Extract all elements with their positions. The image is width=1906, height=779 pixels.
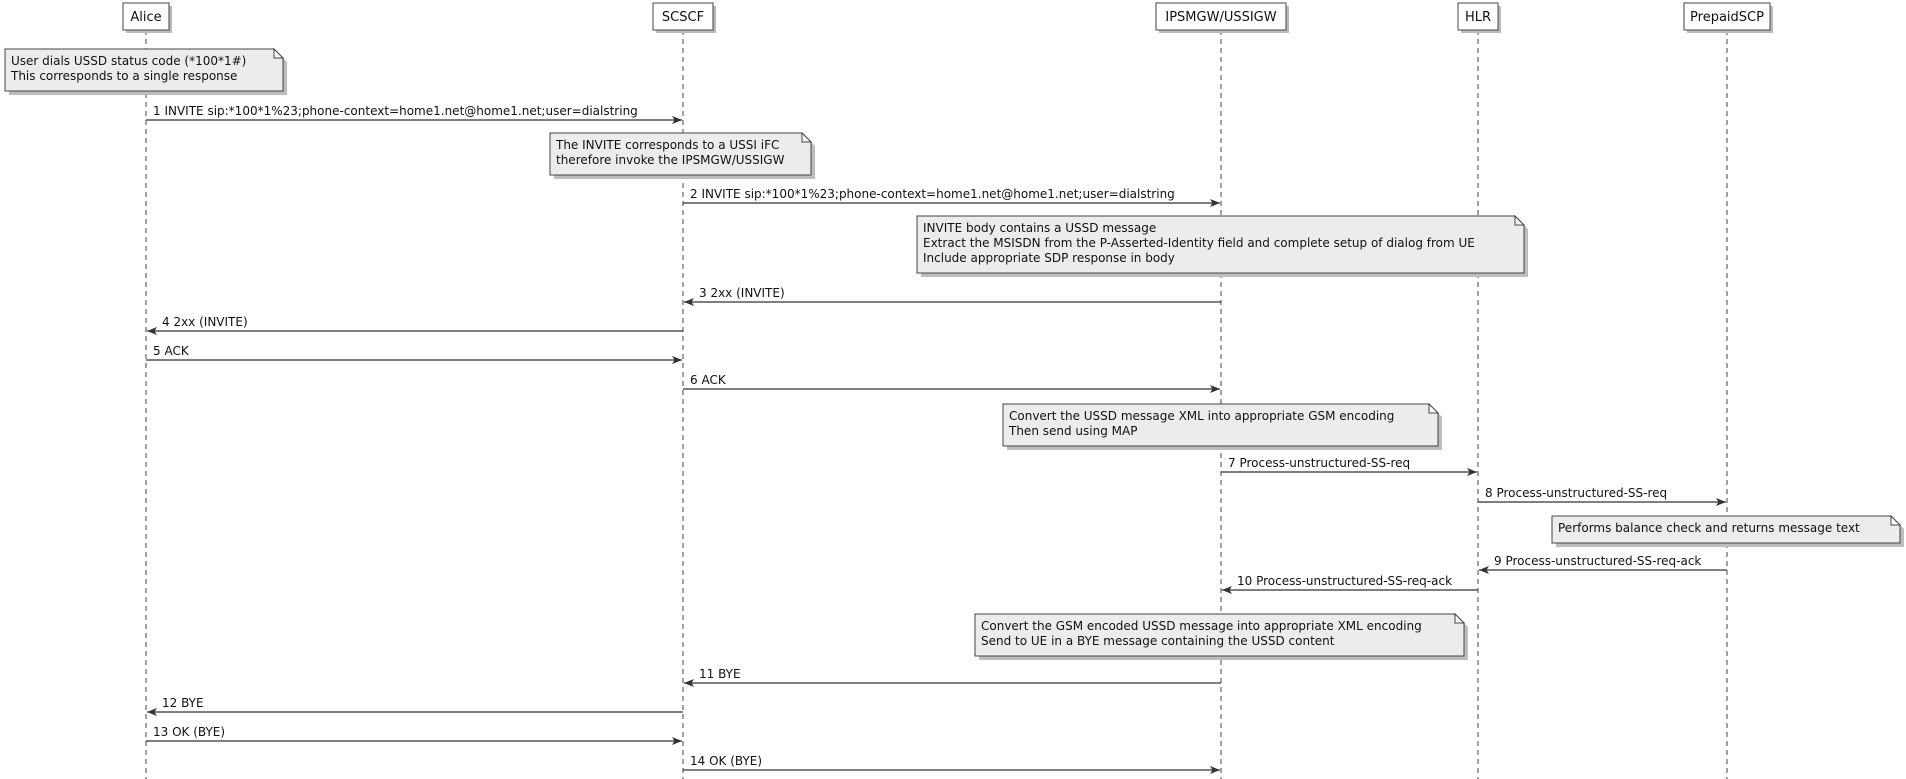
participant-box — [122, 2, 170, 31]
message-11: 11 BYE — [684, 667, 1221, 687]
note-body — [1551, 515, 1901, 544]
participant-scscf: SCSCF — [652, 2, 716, 33]
message-label: 12 BYE — [162, 696, 204, 710]
note-text: Convert the GSM encoded USSD message int… — [981, 619, 1422, 633]
message-12: 12 BYE — [147, 696, 683, 716]
participant-box — [1683, 2, 1771, 31]
note-text: therefore invoke the IPSMGW/USSIGW — [556, 153, 785, 167]
message-7: 7 Process-unstructured-SS-req — [1221, 456, 1477, 476]
message-label: 2 INVITE sip:*100*1%23;phone-context=hom… — [690, 187, 1175, 201]
message-3: 3 2xx (INVITE) — [684, 286, 1221, 306]
participant-label: SCSCF — [662, 10, 704, 25]
message-label: 8 Process-unstructured-SS-req — [1485, 486, 1667, 500]
participant-ipsmgw: IPSMGW/USSIGW — [1155, 2, 1289, 33]
message-4: 4 2xx (INVITE) — [147, 315, 683, 335]
note-text: Convert the USSD message XML into approp… — [1009, 409, 1394, 423]
note-fold — [273, 47, 285, 59]
note-fold — [1428, 402, 1440, 414]
note-body — [916, 215, 1525, 274]
note-body — [1002, 403, 1439, 447]
note-text: INVITE body contains a USSD message — [923, 221, 1156, 235]
note-body — [974, 613, 1465, 657]
message-5: 5 ACK — [146, 344, 682, 364]
note-fold — [1514, 214, 1526, 226]
note-fold — [1454, 612, 1466, 624]
message-6: 6 ACK — [683, 373, 1220, 393]
note-fold — [801, 131, 813, 143]
message-10: 10 Process-unstructured-SS-req-ack — [1222, 574, 1478, 594]
note-fold — [1890, 514, 1902, 526]
message-label: 5 ACK — [153, 344, 190, 358]
participant-label: Alice — [130, 10, 161, 25]
message-label: 6 ACK — [690, 373, 727, 387]
note-text: User dials USSD status code (*100*1#) — [11, 54, 246, 68]
note-text: Include appropriate SDP response in body — [923, 251, 1175, 265]
message-label: 4 2xx (INVITE) — [162, 315, 248, 329]
note: Convert the USSD message XML into approp… — [1002, 402, 1442, 450]
participant-box — [652, 2, 714, 31]
note-body — [4, 48, 284, 92]
participant-prepaid: PrepaidSCP — [1683, 2, 1773, 33]
message-14: 14 OK (BYE) — [683, 754, 1220, 774]
participant-label: PrepaidSCP — [1690, 10, 1764, 25]
note-body — [549, 132, 812, 176]
message-9: 9 Process-unstructured-SS-req-ack — [1479, 554, 1727, 574]
note: INVITE body contains a USSD messageExtra… — [916, 214, 1528, 277]
note-text: Send to UE in a BYE message containing t… — [981, 634, 1335, 648]
message-8: 8 Process-unstructured-SS-req — [1478, 486, 1726, 506]
message-label: 14 OK (BYE) — [690, 754, 762, 768]
message-label: 7 Process-unstructured-SS-req — [1228, 456, 1410, 470]
participant-box — [1155, 2, 1287, 31]
message-label: 11 BYE — [699, 667, 741, 681]
participant-box — [1457, 2, 1499, 31]
note: The INVITE corresponds to a USSI iFCther… — [549, 131, 815, 179]
note: User dials USSD status code (*100*1#)Thi… — [4, 47, 287, 95]
message-1: 1 INVITE sip:*100*1%23;phone-context=hom… — [146, 104, 682, 124]
message-label: 3 2xx (INVITE) — [699, 286, 785, 300]
message-2: 2 INVITE sip:*100*1%23;phone-context=hom… — [683, 187, 1220, 207]
participant-alice: Alice — [122, 2, 172, 33]
note-text: Performs balance check and returns messa… — [1558, 521, 1860, 535]
note-text: Then send using MAP — [1008, 424, 1137, 438]
note-text: This corresponds to a single response — [10, 69, 237, 83]
message-label: 13 OK (BYE) — [153, 725, 225, 739]
participant-hlr: HLR — [1457, 2, 1501, 33]
message-13: 13 OK (BYE) — [146, 725, 682, 745]
note-text: Extract the MSISDN from the P-Asserted-I… — [923, 236, 1475, 250]
participant-label: IPSMGW/USSIGW — [1165, 10, 1276, 25]
note: Performs balance check and returns messa… — [1551, 514, 1904, 547]
participant-label: HLR — [1465, 10, 1491, 25]
message-label: 1 INVITE sip:*100*1%23;phone-context=hom… — [153, 104, 638, 118]
message-label: 9 Process-unstructured-SS-req-ack — [1494, 554, 1701, 568]
message-label: 10 Process-unstructured-SS-req-ack — [1237, 574, 1452, 588]
note: Convert the GSM encoded USSD message int… — [974, 612, 1468, 660]
note-text: The INVITE corresponds to a USSI iFC — [555, 138, 779, 152]
